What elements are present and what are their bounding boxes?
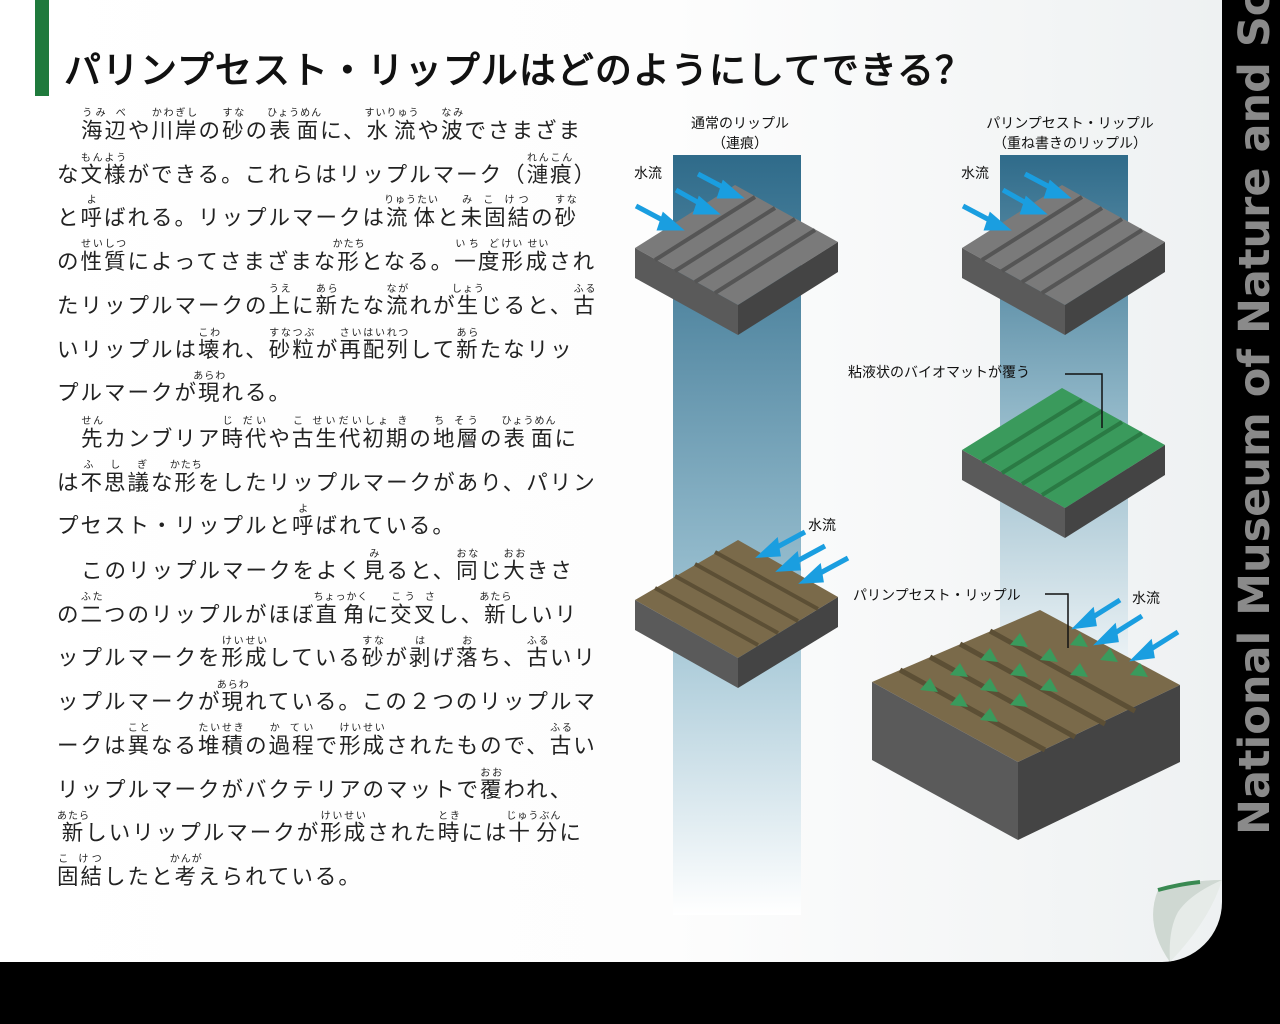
biomat-covered-block — [962, 388, 1165, 538]
slide-page: パリンプセスト・リップルはどのようにしてできる？ 海辺うみ べや川岸かわぎしの砂… — [0, 0, 1222, 962]
label-palimpsest-result: パリンプセスト・リップル — [853, 588, 1021, 604]
label-normal-ripple-line2: （連痕） — [712, 136, 768, 152]
label-water-flow-3: 水流 — [808, 518, 836, 534]
sand-ripple-block-new — [635, 540, 838, 688]
label-palimpsest-ripple: パリンプセスト・リップル （重ね書きのリップル） — [965, 114, 1175, 154]
page-title: パリンプセスト・リップルはどのようにしてできる？ — [64, 49, 974, 92]
label-biomat: 粘液状のバイオマットが覆う — [848, 365, 1030, 381]
ripple-formation-diagram — [634, 155, 1180, 915]
label-water-flow-2: 水流 — [961, 166, 989, 182]
water-flow-arrows — [634, 171, 1180, 662]
label-palimpsest-line1: パリンプセスト・リップル — [986, 116, 1154, 132]
label-water-flow-1: 水流 — [634, 166, 662, 182]
title-accent-bar — [35, 0, 49, 96]
paragraph-3: このリップルマークをよく見みると、同おなじ大おおきさの二ふたつのリップルがほぼ直… — [57, 549, 598, 890]
palimpsest-leader-line — [1045, 593, 1069, 648]
body-text: 海辺うみ べや川岸かわぎしの砂すなの表面ひょうめんに、水流すいりゅうや波なみでさ… — [57, 108, 597, 900]
gray-ripple-block-palimpsest — [962, 185, 1165, 335]
paragraph-2: 先せんカンブリア時代じ だいや古生代初期こ せいだいしょ きの地層ち そうの表面… — [57, 415, 597, 540]
biomat-leader-line — [1065, 373, 1103, 428]
page-curl — [1153, 880, 1222, 962]
palimpsest-ripple-block — [872, 610, 1180, 840]
label-normal-ripple: 通常のリップル （連痕） — [680, 114, 800, 154]
label-normal-ripple-line1: 通常のリップル — [691, 116, 789, 132]
museum-name-vertical: National Museum of Nature and Science — [1230, 0, 1280, 835]
paragraph-1: 海辺うみ べや川岸かわぎしの砂すなの表面ひょうめんに、水流すいりゅうや波なみでさ… — [57, 108, 597, 407]
label-palimpsest-line2: （重ね書きのリップル） — [993, 136, 1147, 152]
gray-ripple-block-normal — [635, 185, 838, 335]
label-water-flow-4: 水流 — [1132, 591, 1160, 607]
